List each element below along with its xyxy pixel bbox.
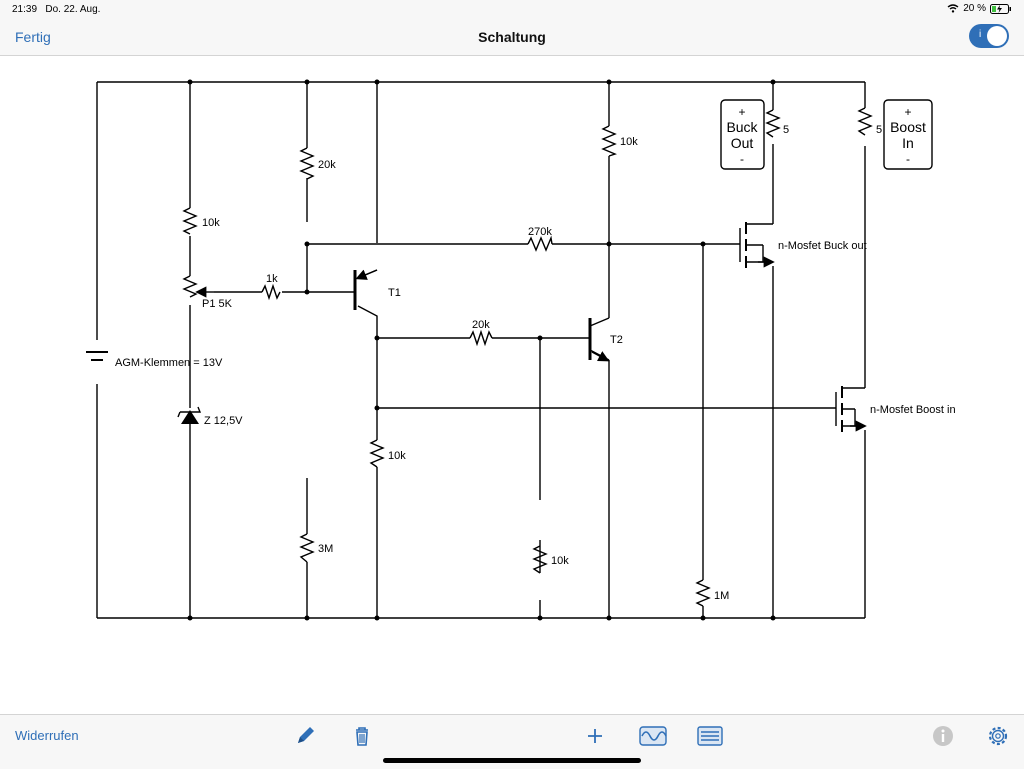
label-zener: Z 12,5V bbox=[204, 415, 243, 427]
label-r-10k-a: 10k bbox=[202, 217, 220, 229]
boost-label-line2: In bbox=[902, 135, 914, 151]
t1-emitter-arrow bbox=[355, 269, 378, 280]
wifi-icon bbox=[947, 4, 959, 13]
status-time: 21:39 bbox=[12, 4, 38, 15]
list-button[interactable] bbox=[696, 723, 724, 749]
mosfet-buck-drains bbox=[746, 223, 773, 263]
buck-out-box bbox=[720, 99, 765, 170]
label-pot: P1 5K bbox=[202, 298, 233, 310]
resistor-10k-a bbox=[182, 207, 198, 235]
home-indicator[interactable] bbox=[383, 758, 641, 763]
status-bar: 21:39 Do. 22. Aug. 20 % bbox=[0, 0, 1024, 18]
plus-icon bbox=[588, 729, 602, 743]
waveform-icon bbox=[639, 726, 667, 746]
schematic-canvas[interactable]: 10k P1 5K 1k 20k 270k 10k T1 20k T2 AGM-… bbox=[0, 56, 1024, 714]
pencil-icon bbox=[298, 727, 314, 743]
resistor-20k-b bbox=[469, 329, 493, 347]
zener-diode-symbol bbox=[181, 410, 199, 424]
label-r-10k-top: 10k bbox=[620, 136, 638, 148]
trash-icon bbox=[356, 727, 368, 746]
mosfet-boost-drains bbox=[842, 387, 865, 427]
boost-minus: - bbox=[906, 152, 910, 166]
label-r-1m: 1M bbox=[714, 590, 729, 602]
done-button[interactable]: Fertig bbox=[15, 29, 51, 45]
settings-button[interactable] bbox=[985, 723, 1011, 749]
add-button[interactable] bbox=[582, 723, 608, 749]
label-t1: T1 bbox=[388, 287, 401, 299]
undo-button[interactable]: Widerrufen bbox=[15, 728, 79, 743]
list-icon bbox=[697, 726, 723, 746]
info-toggle[interactable]: i bbox=[969, 24, 1009, 48]
label-r-270k: 270k bbox=[528, 226, 552, 238]
status-right: 20 % bbox=[947, 3, 1012, 14]
boost-plus: + bbox=[904, 105, 911, 119]
battery-symbol bbox=[86, 351, 108, 361]
label-t2: T2 bbox=[610, 334, 623, 346]
page-title: Schaltung bbox=[478, 29, 546, 45]
label-r-10k-c: 10k bbox=[551, 555, 569, 567]
toggle-knob bbox=[987, 26, 1007, 46]
mosfet-buck-body bbox=[746, 244, 764, 262]
resistor-1k bbox=[261, 283, 281, 301]
buck-minus: - bbox=[740, 152, 744, 166]
resistor-270k bbox=[527, 235, 553, 252]
resistor-10k-c bbox=[532, 545, 548, 574]
potentiometer-p1 bbox=[182, 275, 198, 298]
buck-label-line2: Out bbox=[731, 135, 754, 151]
label-r-1k: 1k bbox=[266, 273, 278, 285]
label-mosfet-boost: n-Mosfet Boost in bbox=[870, 404, 956, 416]
navigation-bar: Fertig Schaltung i bbox=[0, 18, 1024, 56]
label-r-20k-b: 20k bbox=[472, 319, 490, 331]
scope-button[interactable] bbox=[638, 723, 668, 749]
info-icon bbox=[933, 726, 953, 746]
boost-label-line1: Boost bbox=[890, 119, 926, 135]
label-mosfet-buck: n-Mosfet Buck out bbox=[778, 240, 867, 252]
label-battery: AGM-Klemmen = 13V bbox=[115, 357, 223, 369]
edit-button[interactable] bbox=[292, 723, 318, 749]
gear-icon bbox=[988, 726, 1008, 746]
battery-charging-icon bbox=[990, 3, 1011, 14]
info-button[interactable] bbox=[930, 723, 956, 749]
status-left: 21:39 Do. 22. Aug. bbox=[12, 4, 100, 15]
buck-plus: + bbox=[738, 105, 745, 119]
zener-bar bbox=[177, 406, 202, 418]
label-r-5-a: 5 bbox=[783, 124, 789, 136]
label-r-20k-a: 20k bbox=[318, 159, 336, 171]
status-date: Do. 22. Aug. bbox=[45, 4, 101, 15]
t2-legs bbox=[589, 317, 610, 361]
buck-label-line1: Buck bbox=[726, 119, 758, 135]
resistor-1m bbox=[695, 579, 711, 607]
resistor-10k-b bbox=[369, 439, 385, 468]
resistor-20k-a bbox=[299, 147, 315, 180]
junction-dots bbox=[187, 79, 776, 621]
label-r-10k-b: 10k bbox=[388, 450, 406, 462]
wire-t1 bbox=[357, 82, 378, 618]
toggle-label: i bbox=[979, 29, 982, 40]
resistor-10k-top bbox=[601, 125, 617, 157]
resistor-5-b bbox=[857, 107, 873, 136]
label-r-3m: 3M bbox=[318, 543, 333, 555]
circuit-diagram: 10k P1 5K 1k 20k 270k 10k T1 20k T2 AGM-… bbox=[86, 79, 956, 621]
mosfet-boost-body bbox=[842, 408, 856, 426]
battery-percent: 20 % bbox=[963, 3, 986, 14]
boost-in-box bbox=[883, 99, 933, 170]
label-r-5-b: 5 bbox=[876, 124, 882, 136]
delete-button[interactable] bbox=[349, 723, 375, 749]
t2-emitter-arrow bbox=[591, 351, 610, 362]
resistor-3m bbox=[299, 533, 315, 563]
resistor-5-a bbox=[765, 109, 781, 138]
